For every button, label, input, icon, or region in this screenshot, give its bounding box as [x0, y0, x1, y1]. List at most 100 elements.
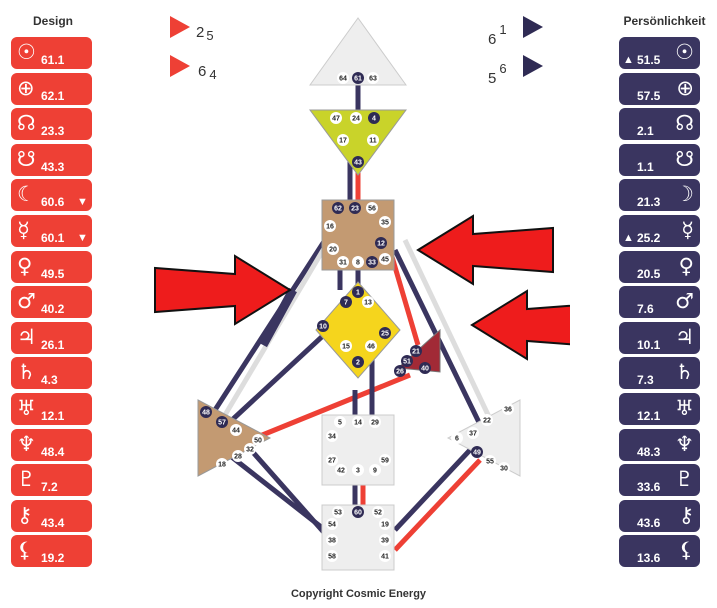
planet-value: 43.3 [41, 159, 65, 174]
gate-marker [367, 134, 379, 146]
head-center [309, 17, 407, 86]
gate-marker [419, 362, 431, 374]
planet-value: 7.2 [41, 480, 58, 495]
mercury-icon: ☿ [17, 218, 30, 242]
channel-line [392, 248, 493, 447]
callout-arrow-left [154, 254, 292, 326]
gate-label: 31 [339, 260, 347, 267]
gate-label: 40 [421, 366, 429, 373]
gate-marker [379, 518, 391, 530]
design-bottom-arrow-icon [170, 55, 190, 77]
gate-label: 2 [356, 360, 360, 367]
planet-row-sun: ☉61.1 [10, 36, 93, 70]
planet-value: 21.3 [637, 195, 661, 210]
design-column-title: Design [32, 14, 73, 28]
gate-marker [365, 340, 377, 352]
gate-label: 60 [354, 510, 362, 517]
gate-label: 49 [473, 450, 481, 457]
gate-marker [352, 256, 364, 268]
gate-label: 43 [354, 160, 362, 167]
gate-marker [335, 464, 347, 476]
gate-label: 8 [356, 260, 360, 267]
gate-marker [352, 156, 364, 168]
planet-value: 33.6 [637, 480, 661, 495]
gate-label: 39 [381, 538, 389, 545]
moon-icon: ☽ [675, 182, 694, 207]
uranus-icon: ♅ [675, 396, 694, 420]
gate-marker [337, 256, 349, 268]
gate-label: 3 [356, 468, 360, 475]
gate-marker [317, 320, 329, 332]
planet-value: 12.1 [41, 409, 65, 423]
gate-label: 45 [381, 257, 389, 264]
gate-marker [252, 434, 264, 446]
gate-label: 19 [381, 522, 389, 529]
personality-bottom-variable: 56 [488, 61, 507, 87]
lilith-icon: ⚸ [17, 538, 33, 563]
neptune-icon: ♆ [17, 431, 36, 456]
gate-marker [410, 345, 422, 357]
north-node-icon: ☊ [675, 111, 694, 136]
channel-line [393, 448, 472, 532]
gate-label: 10 [319, 324, 327, 331]
gate-label: 14 [354, 420, 362, 427]
gate-marker [324, 220, 336, 232]
gate-label: 51 [403, 359, 411, 366]
exalted-triangle-icon: ▲ [623, 232, 634, 244]
gate-marker [216, 458, 228, 470]
gate-label: 15 [342, 344, 350, 351]
venus-icon: ♀ [17, 253, 33, 278]
gate-marker [232, 450, 244, 462]
gate-marker [451, 432, 463, 444]
planet-value: 61.1 [41, 53, 65, 67]
planet-row-moon: ☽ 21.3 [618, 178, 701, 213]
planet-row-uranus: ♅12.1 [618, 392, 701, 426]
pluto-icon: ♇ [17, 467, 36, 492]
jupiter-icon: ♃ [675, 324, 694, 349]
gate-marker [352, 416, 364, 428]
neptune-icon: ♆ [675, 431, 694, 456]
gate-label: 18 [218, 462, 226, 469]
planet-value: 4.3 [41, 373, 58, 388]
gate-label: 47 [332, 116, 340, 123]
planet-value: 2.1 [637, 124, 654, 139]
planet-row-mars: ♂40.2 [10, 285, 93, 320]
planet-row-north-node: ☊ 2.1 [618, 107, 701, 142]
lilith-icon: ⚸ [678, 538, 694, 563]
gate-marker [326, 534, 338, 546]
gate-label: 34 [328, 434, 336, 441]
moon-icon: ☾ [17, 182, 36, 207]
planet-row-earth: ⊕57.5 [618, 71, 701, 106]
planet-value: 48.3 [637, 444, 661, 459]
mars-icon: ♂ [17, 289, 36, 314]
planet-row-mercury: ☿60.1▼ [10, 214, 93, 248]
planet-value: 49.5 [41, 266, 65, 281]
gate-label: 24 [352, 116, 360, 123]
gate-marker [352, 356, 364, 368]
gate-marker [362, 296, 374, 308]
gate-label: 35 [381, 220, 389, 227]
gate-marker [326, 518, 338, 530]
gate-marker [340, 296, 352, 308]
mercury-icon: ☿ [681, 218, 694, 242]
gate-marker [467, 427, 479, 439]
gate-label: 63 [369, 76, 377, 83]
gate-marker [379, 550, 391, 562]
gate-marker [484, 455, 496, 467]
planet-value: 57.5 [637, 88, 661, 103]
gate-label: 48 [202, 410, 210, 417]
gate-marker [379, 327, 391, 339]
channel-line [393, 458, 482, 552]
gate-label: 46 [367, 344, 375, 351]
gate-label: 4 [372, 116, 376, 123]
gate-marker [349, 202, 361, 214]
planet-row-pluto: ♇ 7.2 [10, 463, 93, 498]
north-node-icon: ☊ [17, 111, 36, 136]
planet-row-mercury: ☿25.2▲ [618, 214, 701, 248]
gate-label: 17 [339, 138, 347, 145]
ajna-center [309, 109, 407, 176]
gate-label: 5 [338, 420, 342, 427]
gate-marker [327, 243, 339, 255]
gate-label: 29 [371, 420, 379, 427]
